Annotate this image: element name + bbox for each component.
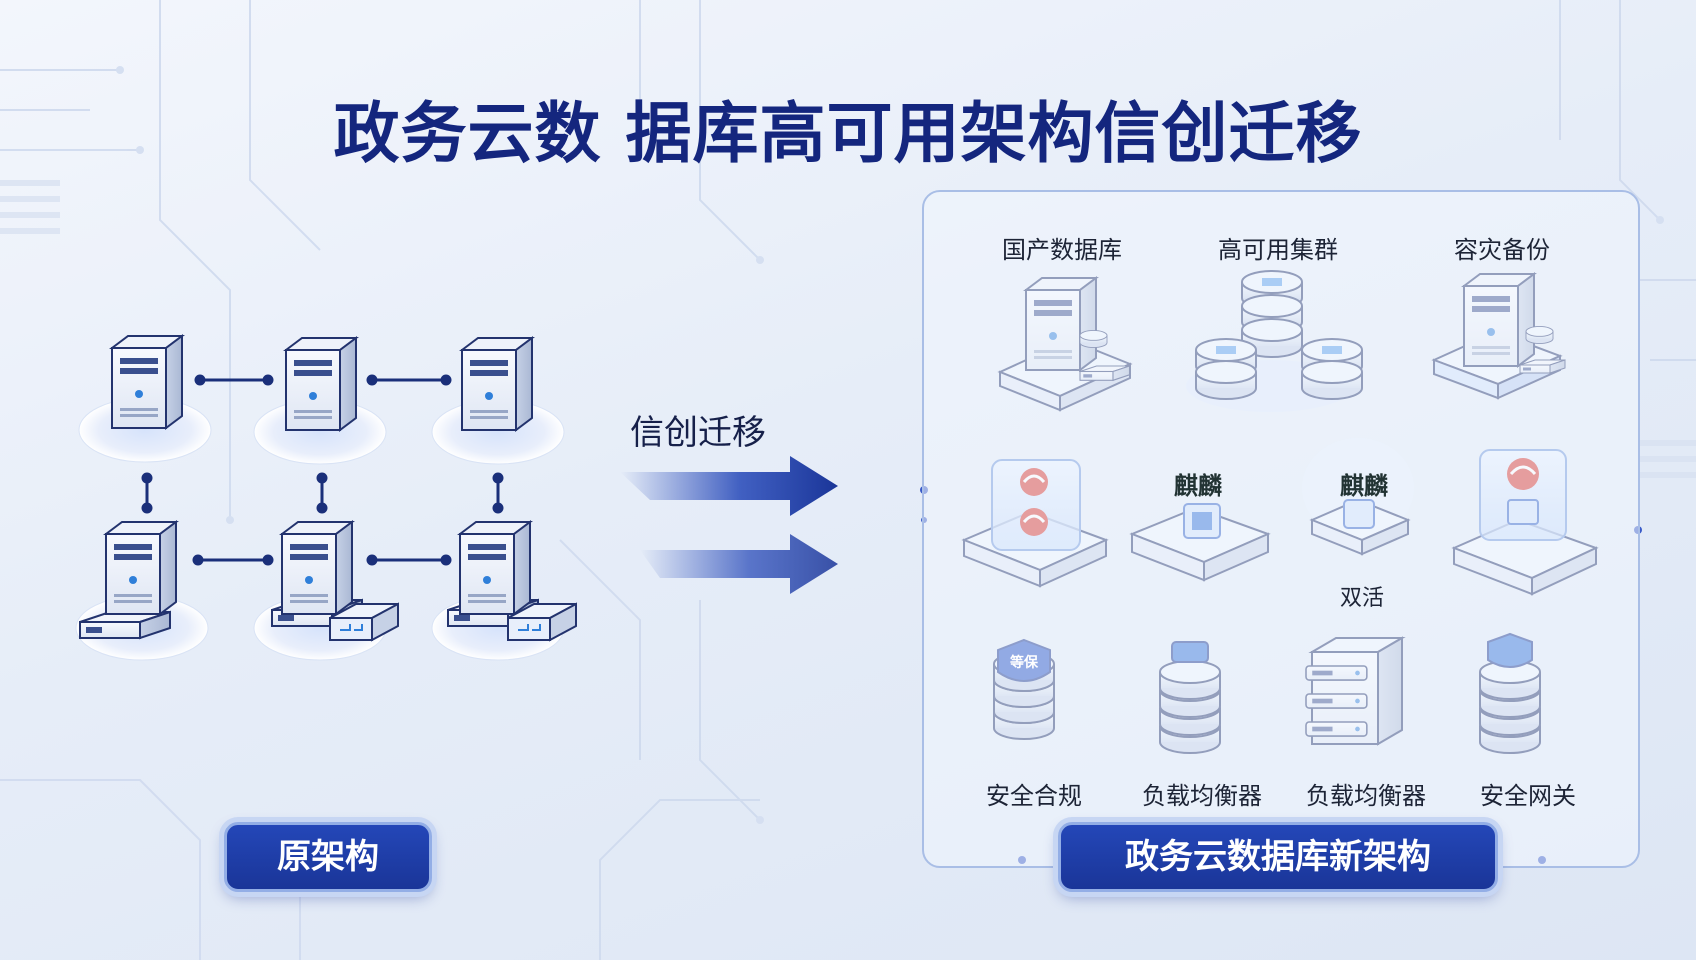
network-switch-icon <box>329 602 399 642</box>
migration-label: 信创迁移 <box>630 413 766 453</box>
label-security-compliance: 安全合规 <box>986 782 1082 810</box>
label-load-balancer: 负载均衡器 <box>1142 782 1262 810</box>
dual-active-caption: 双活 <box>1339 586 1384 611</box>
label-security-gateway: 安全网关 <box>1480 782 1576 810</box>
new-architecture-panel <box>922 190 1640 868</box>
shield-tag: 等保 <box>1010 655 1038 671</box>
original-architecture-badge: 原架构 <box>224 822 432 892</box>
server-icon <box>461 337 533 431</box>
label-disaster-recovery: 容灾备份 <box>1454 236 1550 264</box>
server-icon <box>285 337 357 431</box>
new-architecture-badge: 政务云数据库新架构 <box>1058 822 1498 892</box>
label-load-balancer: 负载均衡器 <box>1306 782 1426 810</box>
label-ha-cluster: 高可用集群 <box>1218 236 1338 264</box>
server-icon <box>111 335 183 429</box>
page-title: 政务云数 据库高可用架构信创迁移 <box>333 95 1363 172</box>
server-icon <box>105 521 177 615</box>
original-architecture <box>75 335 577 661</box>
label-domestic-database: 国产数据库 <box>1002 236 1122 264</box>
kylin-tag: 麒麟 <box>1174 472 1222 500</box>
server-icon <box>459 521 531 615</box>
server-icon <box>281 521 353 615</box>
connection-lines <box>141 374 504 566</box>
network-switch-icon <box>507 602 577 642</box>
migration-arrows <box>620 456 838 594</box>
kylin-tag: 麒麟 <box>1340 472 1388 500</box>
